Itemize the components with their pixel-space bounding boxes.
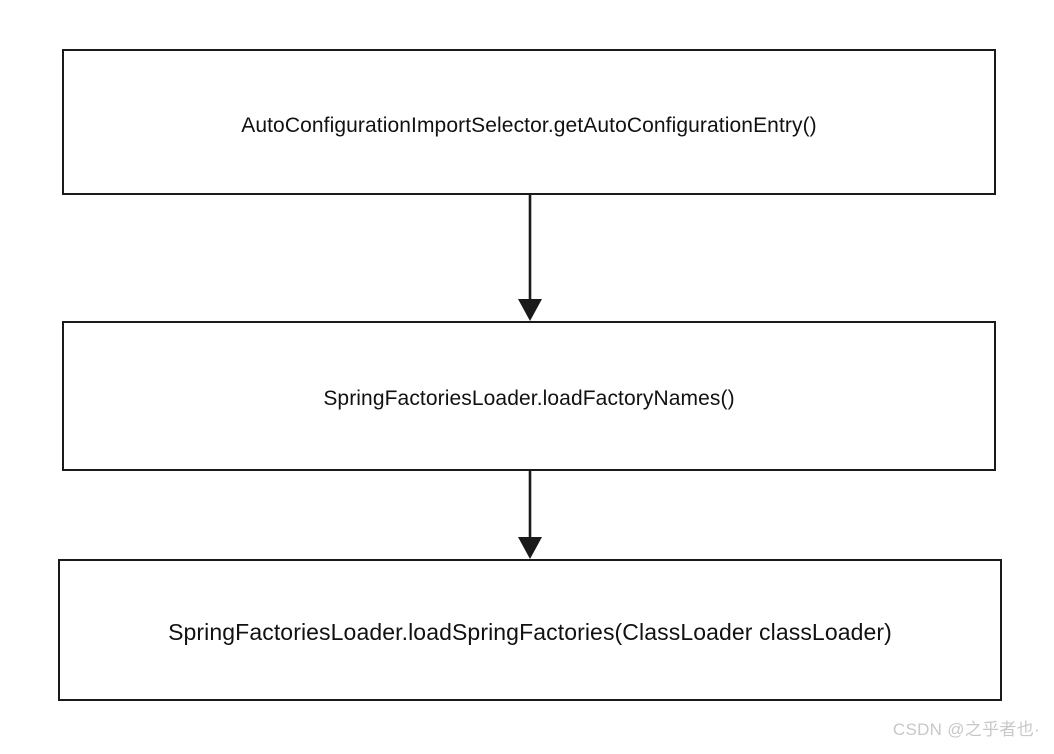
- flow-node-auto-configuration-import-selector[interactable]: AutoConfigurationImportSelector.getAutoC…: [62, 49, 996, 195]
- flow-node-label: SpringFactoriesLoader.loadFactoryNames(): [323, 387, 735, 410]
- flow-node-spring-factories-loader-load-factory-names[interactable]: SpringFactoriesLoader.loadFactoryNames(): [62, 321, 996, 471]
- flow-node-label: AutoConfigurationImportSelector.getAutoC…: [241, 114, 817, 137]
- flow-node-label: SpringFactoriesLoader.loadSpringFactorie…: [168, 619, 892, 645]
- flow-node-spring-factories-loader-load-spring-factories[interactable]: SpringFactoriesLoader.loadSpringFactorie…: [58, 559, 1002, 701]
- edge-node2-to-node3: [518, 471, 542, 559]
- edge-node1-to-node2: [518, 195, 542, 321]
- csdn-watermark: CSDN @之乎者也·: [892, 720, 1040, 739]
